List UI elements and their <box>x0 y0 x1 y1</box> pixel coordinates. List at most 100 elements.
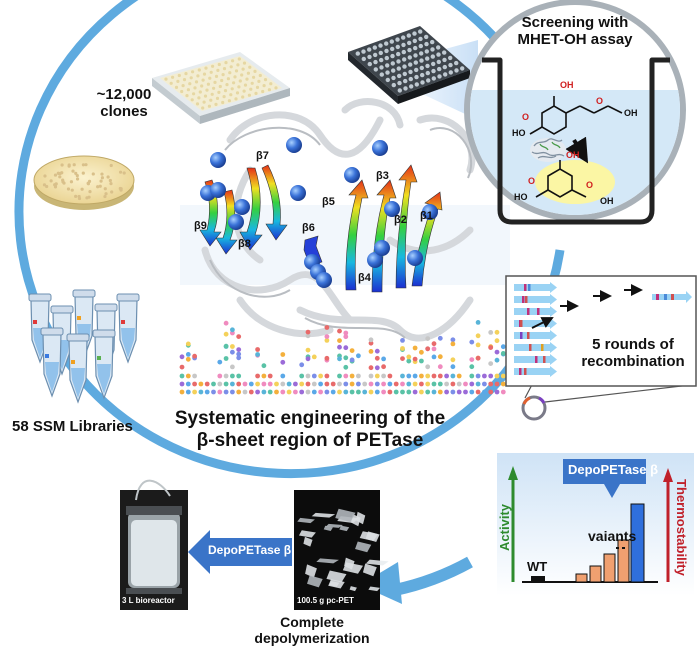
mutation-dot <box>217 381 223 387</box>
mutation-dot <box>204 389 210 395</box>
plate-well <box>437 66 442 72</box>
mutation-dot <box>450 357 456 363</box>
plate-well <box>436 52 441 57</box>
mutation-dot <box>400 346 405 351</box>
pet-shard <box>325 523 343 528</box>
mutation-dot <box>425 389 431 395</box>
plate-well <box>397 88 402 93</box>
mutation-dot <box>318 373 323 379</box>
strand-b7: β7 <box>256 150 269 162</box>
mutation-dot-array <box>179 320 506 395</box>
mutation-dot <box>488 361 494 366</box>
plate-well <box>257 79 261 83</box>
mutation-dot <box>324 355 330 361</box>
variant-bar <box>603 553 616 583</box>
mutation-dot <box>381 364 386 370</box>
mutation-dot <box>280 373 286 379</box>
mutation-dot <box>248 389 254 395</box>
mutation-dot <box>475 333 481 339</box>
plate-well <box>406 33 411 38</box>
colony-dot <box>99 179 103 183</box>
mutation-dot <box>475 355 481 361</box>
plate-well <box>430 47 435 52</box>
colony-dot <box>100 172 104 176</box>
mutation-dot <box>274 381 279 387</box>
plate-well <box>396 51 401 57</box>
gene-arrow <box>514 366 557 377</box>
plate-well <box>207 104 211 108</box>
mutation-dot <box>387 381 393 387</box>
mutation-dot <box>248 381 254 387</box>
best-variant-callout <box>563 459 646 498</box>
plate-well <box>201 78 205 82</box>
mutation-dot <box>469 389 475 395</box>
plate-well <box>401 49 406 55</box>
mutation-site-ball <box>422 204 438 220</box>
mutation-dot <box>185 373 191 379</box>
mutation-dot <box>337 381 342 387</box>
mutation-dot <box>494 389 500 395</box>
strand-b4: β4 <box>358 272 371 284</box>
tube <box>116 293 140 364</box>
mutation-dot <box>469 357 475 362</box>
gene-arrow <box>514 294 557 305</box>
mutation-dot <box>431 341 437 347</box>
plate-well <box>214 74 219 78</box>
mutation-dot <box>456 373 462 379</box>
mutation-dot <box>412 356 418 362</box>
mutation-dot <box>381 389 386 395</box>
plate-well <box>407 40 412 46</box>
pet-shard <box>368 586 381 592</box>
mutation-dot <box>500 351 506 356</box>
plate-well <box>425 63 430 69</box>
plate-well <box>177 73 181 78</box>
mutation-dot <box>305 347 311 353</box>
plate-well <box>243 83 248 87</box>
mutation-dot <box>488 373 494 379</box>
plate-well <box>235 91 240 95</box>
plate-well <box>454 60 459 66</box>
mutation-dot <box>431 389 437 395</box>
plate-well <box>242 89 246 93</box>
pet-shard <box>298 530 316 538</box>
plate-well <box>218 84 222 89</box>
plate-well <box>448 62 453 68</box>
colony-dot <box>103 187 107 191</box>
plate-well <box>206 82 210 86</box>
plate-well <box>373 59 378 65</box>
mutation-dot <box>267 381 273 387</box>
plate-well <box>213 80 217 84</box>
plate-well <box>413 53 418 58</box>
mutation-dot <box>463 389 468 395</box>
plate-well <box>248 65 252 69</box>
pet-shard <box>335 508 356 522</box>
mutation-dot <box>179 381 185 387</box>
plate-well <box>401 42 406 48</box>
mutation-dot <box>456 389 462 395</box>
recombination-panel <box>505 275 697 403</box>
tube <box>40 327 64 398</box>
strand-b8: β8 <box>238 238 251 250</box>
mutation-dot <box>179 364 185 370</box>
colony-dot <box>106 175 110 179</box>
mutation-dot <box>223 381 229 387</box>
plate-well <box>424 49 429 54</box>
mutation-dot <box>217 359 223 365</box>
plate-well <box>424 41 429 47</box>
mutation-dot <box>305 329 311 335</box>
mutation-dot <box>500 344 506 350</box>
mutation-dot <box>179 354 185 360</box>
mutation-dot <box>431 373 437 379</box>
plate-well <box>442 50 447 55</box>
mutation-site-ball <box>367 252 383 268</box>
plate-well <box>238 79 242 83</box>
plate-well <box>255 85 260 89</box>
depolymerization-row <box>120 479 389 610</box>
plate-well <box>443 72 448 77</box>
plate-well <box>252 75 256 79</box>
mutation-dot <box>267 389 273 395</box>
mutation-dot <box>374 348 380 354</box>
mutation-dot <box>305 333 311 339</box>
mutation-dot <box>475 320 481 325</box>
plate-well <box>367 54 372 60</box>
